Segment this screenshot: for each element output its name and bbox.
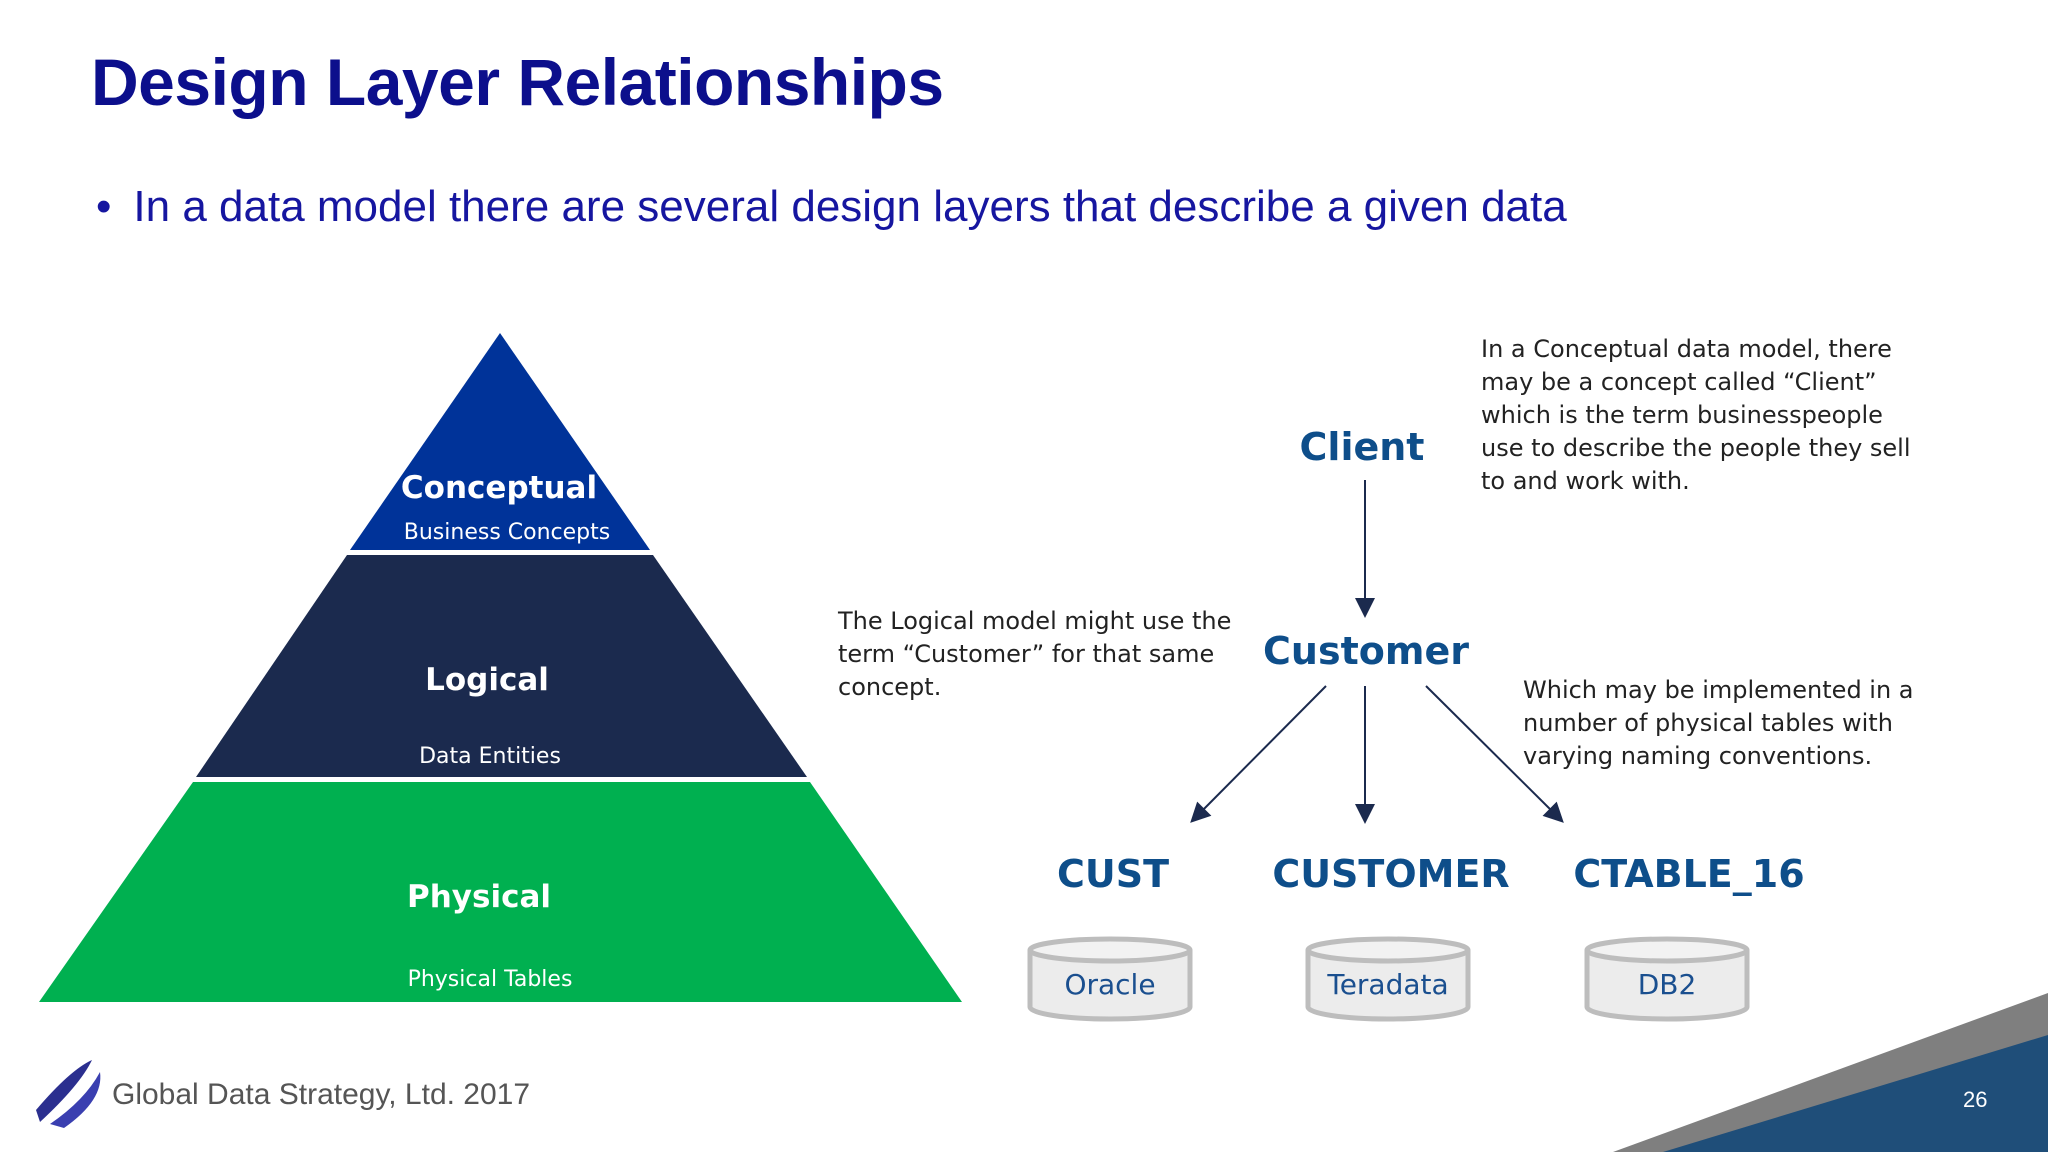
term-ctable-16: CTABLE_16: [1573, 852, 1805, 896]
term-customer-table: CUSTOMER: [1272, 852, 1510, 896]
note-line: number of physical tables with: [1523, 709, 1893, 737]
pyramid-physical-layer: [39, 782, 962, 1002]
bullet-text: • In a data model there are several desig…: [96, 182, 1567, 232]
note-line: to and work with.: [1481, 467, 1690, 495]
physical-sublabel: Physical Tables: [407, 967, 573, 992]
note-line: which is the term businesspeople: [1481, 401, 1883, 429]
bullet-text-content: In a data model there are several design…: [133, 182, 1567, 231]
note-line: term “Customer” for that same: [838, 640, 1215, 668]
pyramid-conceptual-layer: [350, 333, 650, 550]
note-line: may be a concept called “Client”: [1481, 368, 1877, 396]
conceptual-label: Conceptual: [400, 470, 598, 506]
physical-label: Physical: [407, 879, 551, 915]
page-title: Design Layer Relationships: [91, 45, 944, 119]
database-label-db2: DB2: [1637, 968, 1697, 1001]
bullet-icon: •: [96, 182, 112, 231]
term-cust: CUST: [1056, 852, 1170, 896]
note-line: Which may be implemented in a: [1523, 676, 1914, 704]
note-line: varying naming conventions.: [1523, 742, 1873, 770]
database-cylinder-db2: [1584, 936, 1750, 1022]
note-line: concept.: [838, 673, 942, 701]
note-line: In a Conceptual data model, there: [1481, 335, 1892, 363]
conceptual-sublabel: Business Concepts: [403, 520, 611, 545]
corner-blue-band: [1663, 1035, 2048, 1152]
logical-label: Logical: [425, 662, 549, 698]
database-label-teradata: Teradata: [1327, 968, 1449, 1001]
pyramid-logical-layer: [196, 555, 807, 777]
note-line: The Logical model might use the: [838, 607, 1232, 635]
note-line: use to describe the people they sell: [1481, 434, 1911, 462]
note-physical: Which may be implemented in a number of …: [1523, 674, 1914, 773]
note-logical: The Logical model might use the term “Cu…: [838, 605, 1231, 704]
database-cylinder-teradata: [1305, 936, 1471, 1022]
footer-company: Global Data Strategy, Ltd. 2017: [112, 1078, 531, 1111]
term-client: Client: [1299, 425, 1425, 469]
company-logo-icon: [36, 1060, 101, 1128]
arrow-customer-to-cust: [1190, 685, 1327, 823]
term-customer: Customer: [1263, 629, 1469, 673]
arrow-customer-to-ctable: [1425, 685, 1564, 823]
note-conceptual: In a Conceptual data model, there may be…: [1481, 333, 1911, 498]
logical-sublabel: Data Entities: [419, 744, 561, 769]
page-number: 26: [1963, 1087, 1988, 1112]
database-cylinder-oracle: [1027, 936, 1193, 1022]
database-label-oracle: Oracle: [1064, 968, 1156, 1001]
